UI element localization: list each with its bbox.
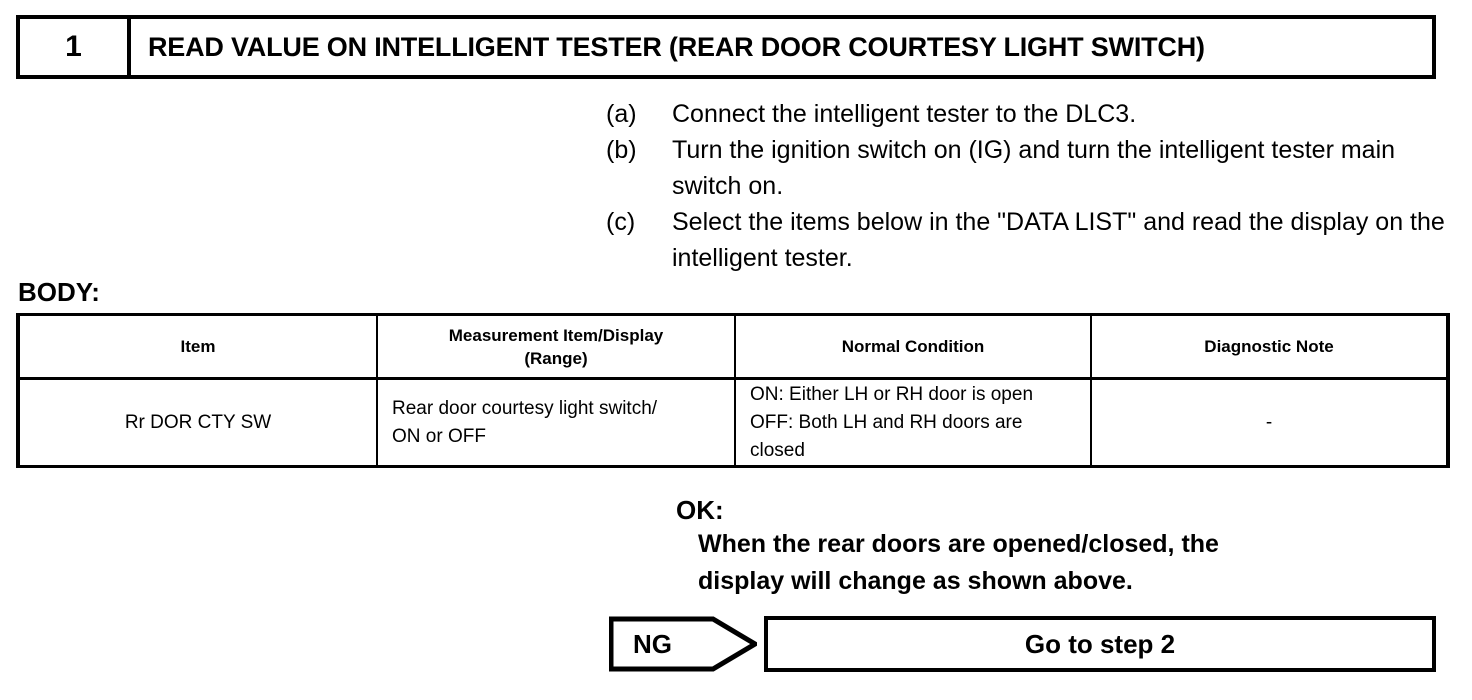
ng-result-row: NG Go to step 2 (609, 616, 1439, 672)
procedure-marker: (c) (606, 208, 636, 236)
ng-tag: NG (609, 616, 757, 672)
step-title: READ VALUE ON INTELLIGENT TESTER (REAR D… (148, 31, 1205, 62)
cell-measurement-line1: Rear door courtesy light switch/ (392, 397, 658, 419)
ng-action-box[interactable]: Go to step 2 (764, 616, 1436, 672)
procedure-text: Connect the intelligent tester to the DL… (672, 100, 1137, 128)
procedure-item-a: (a) Connect the intelligent tester to th… (606, 96, 1446, 132)
table-caption: BODY: (18, 277, 100, 307)
procedure-item-b: (b) Turn the ignition switch on (IG) and… (606, 132, 1446, 204)
procedure-item-c: (c) Select the items below in the "DATA … (606, 204, 1446, 276)
step-header-bar: 1 READ VALUE ON INTELLIGENT TESTER (REAR… (16, 15, 1436, 79)
cell-normal-line2: OFF: Both LH and RH doors are (750, 411, 1023, 433)
column-header-measurement-line1: Measurement Item/Display (448, 325, 664, 345)
cell-normal-line3: closed (750, 439, 805, 461)
column-header-measurement: Measurement Item/Display (Range) (376, 313, 736, 380)
column-header-diagnostic-note: Diagnostic Note (1090, 313, 1450, 380)
ng-label: NG (633, 629, 672, 659)
table-header-row: Item Measurement Item/Display (Range) No… (16, 313, 1450, 380)
ok-result-block: OK: When the rear doors are opened/close… (676, 494, 1436, 600)
table-header: Item Measurement Item/Display (Range) No… (16, 313, 1450, 380)
procedure-list: (a) Connect the intelligent tester to th… (606, 96, 1446, 276)
procedure-marker: (b) (606, 136, 637, 164)
procedure-marker: (a) (606, 100, 637, 128)
procedure-text: Select the items below in the "DATA LIST… (672, 208, 1445, 272)
column-header-measurement-line2: (Range) (524, 348, 588, 368)
ng-action-label: Go to step 2 (1024, 628, 1176, 659)
cell-item: Rr DOR CTY SW (16, 377, 378, 468)
ok-label: OK: (676, 495, 724, 525)
step-number: 1 (20, 19, 131, 75)
procedure-text: Turn the ignition switch on (IG) and tur… (672, 136, 1396, 200)
cell-diagnostic-note: - (1090, 377, 1450, 468)
cell-normal-condition: ON: Either LH or RH door is open OFF: Bo… (734, 377, 1092, 468)
column-header-normal-condition: Normal Condition (734, 313, 1092, 380)
ok-description-line1: When the rear doors are opened/closed, t… (698, 530, 1219, 558)
ng-arrow-icon (609, 616, 757, 672)
ok-description-line2: display will change as shown above. (698, 567, 1133, 595)
cell-normal-line1: ON: Either LH or RH door is open (750, 383, 1034, 405)
cell-measurement-line2: ON or OFF (392, 425, 486, 447)
column-header-item: Item (16, 313, 378, 380)
table-row: Rr DOR CTY SW Rear door courtesy light s… (16, 377, 1450, 468)
table-body: Rr DOR CTY SW Rear door courtesy light s… (16, 377, 1450, 468)
cell-measurement: Rear door courtesy light switch/ ON or O… (376, 377, 736, 468)
ok-description: When the rear doors are opened/closed, t… (698, 526, 1436, 600)
data-list-table: Item Measurement Item/Display (Range) No… (16, 313, 1450, 468)
